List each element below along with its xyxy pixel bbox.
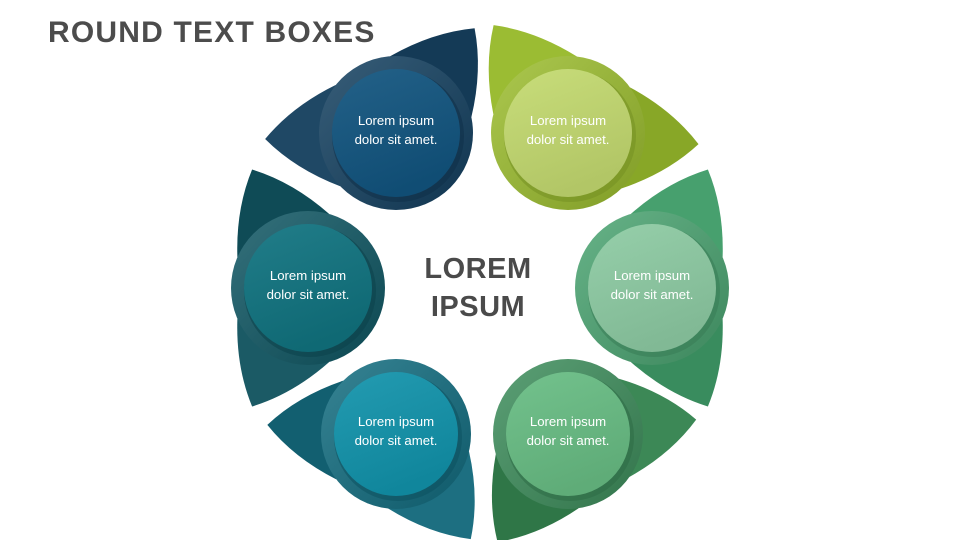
petal-bottom-right-inner-circle[interactable] [506, 372, 630, 496]
petal-right-inner-circle[interactable] [588, 224, 716, 352]
center-hub: LOREM IPSUM [392, 202, 564, 374]
petal-bottom-left-inner-circle[interactable] [334, 372, 458, 496]
petal-top-right[interactable] [488, 25, 699, 210]
petal-top-right-inner-circle[interactable] [504, 69, 632, 197]
center-label-line1: LOREM [424, 253, 531, 285]
petal-top-left-inner-circle[interactable] [332, 69, 460, 197]
petal-right-label-line1: Lorem ipsum [614, 268, 690, 283]
petal-bottom-left-label-line2: dolor sit amet. [355, 433, 438, 448]
petal-bottom-right-label-line2: dolor sit amet. [527, 433, 610, 448]
petal-top-right-label-line2: dolor sit amet. [527, 132, 610, 147]
petal-bottom-left[interactable] [267, 359, 475, 540]
petal-bottom-left-label: Lorem ipsum dolor sit amet. [355, 414, 438, 448]
petal-left-label-line2: dolor sit amet. [267, 287, 350, 302]
petal-left-inner-circle[interactable] [244, 224, 372, 352]
petal-top-left[interactable] [265, 28, 478, 210]
petal-left-label-line1: Lorem ipsum [270, 268, 346, 283]
petal-top-left-label-line1: Lorem ipsum [358, 113, 434, 128]
petal-bottom-right-label: Lorem ipsum dolor sit amet. [527, 414, 610, 448]
petal-label-layer: Lorem ipsum dolor sit amet. Lorem ipsum dol… [267, 113, 694, 448]
petal-top-left-label: Lorem ipsum dolor sit amet. [355, 113, 438, 147]
center-label-line2: IPSUM [431, 291, 525, 323]
petal-left[interactable] [231, 169, 385, 407]
petal-top-left-tail-1 [265, 84, 341, 187]
center-circle [392, 202, 564, 374]
petal-right[interactable] [575, 169, 729, 407]
page-title: ROUND TEXT BOXES [48, 16, 376, 49]
petal-bottom-left-label-line1: Lorem ipsum [358, 414, 434, 429]
petal-top-left-label-line2: dolor sit amet. [355, 132, 438, 147]
petal-right-label: Lorem ipsum dolor sit amet. [611, 268, 694, 302]
petal-top-right-label: Lorem ipsum dolor sit amet. [527, 113, 610, 147]
petal-left-label: Lorem ipsum dolor sit amet. [267, 268, 350, 302]
petal-bottom-right[interactable] [491, 359, 697, 540]
petal-top-right-label-line1: Lorem ipsum [530, 113, 606, 128]
petal-shape-layer [231, 25, 729, 540]
petal-right-label-line2: dolor sit amet. [611, 287, 694, 302]
petal-bottom-right-label-line1: Lorem ipsum [530, 414, 606, 429]
